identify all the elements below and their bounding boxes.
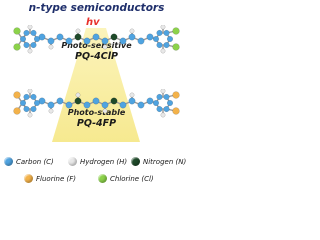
- atom: [163, 29, 170, 36]
- atom: [33, 99, 41, 107]
- atom: [160, 89, 166, 94]
- atom: [13, 91, 21, 99]
- atom: [75, 92, 81, 98]
- atom: [160, 48, 166, 54]
- atom: [23, 106, 30, 113]
- atom: [172, 91, 180, 99]
- atom: [152, 99, 160, 107]
- atom: [172, 43, 180, 51]
- atom: [30, 42, 37, 49]
- atom: [48, 44, 54, 50]
- atom: [74, 97, 82, 105]
- atom: [146, 97, 154, 105]
- atom: [19, 99, 27, 107]
- atom: [172, 27, 180, 35]
- atom: [166, 99, 174, 107]
- figure-title: n-type semiconductors: [28, 2, 165, 14]
- atom: [102, 44, 108, 50]
- atom: [27, 89, 33, 94]
- molecule-figure: n-type semiconductors hv Photo-sensitive…: [0, 0, 193, 189]
- atom: [27, 112, 33, 118]
- top-molecule-name: PQ-4ClP: [75, 51, 118, 62]
- atom: [101, 101, 109, 109]
- atom: [137, 101, 145, 109]
- atom: [13, 27, 21, 35]
- atom: [56, 97, 64, 105]
- bottom-molecule-model: [13, 89, 180, 118]
- atom: [30, 29, 37, 36]
- legend-item-carbon: Carbon (C): [4, 157, 54, 166]
- bottom-molecule-descriptor: Photo-stable: [67, 108, 126, 117]
- legend-item-nitrogen: Nitrogen (N): [131, 157, 186, 166]
- carbon-atom-icon: [4, 157, 13, 166]
- atom: [48, 108, 54, 114]
- atom: [92, 97, 100, 105]
- atom: [128, 97, 136, 105]
- atom: [110, 97, 118, 105]
- atom-legend: Carbon (C) Hydrogen (H) Nitrogen (N) Flu…: [0, 150, 193, 189]
- atom: [102, 108, 108, 114]
- atom: [83, 101, 91, 109]
- legend-item-chlorine: Chlorine (Cl): [98, 174, 154, 183]
- atom: [56, 33, 64, 41]
- atom: [30, 93, 37, 100]
- atom: [23, 93, 30, 100]
- bottom-molecule-name: PQ-4FP: [76, 118, 117, 129]
- legend-item-fluorine: Fluorine (F): [24, 174, 76, 183]
- atom: [163, 106, 170, 113]
- atom: [47, 37, 55, 45]
- atom: [23, 29, 30, 36]
- atom: [137, 37, 145, 45]
- atom: [27, 48, 33, 54]
- legend-label: Carbon (C): [16, 157, 54, 166]
- atom: [156, 29, 163, 36]
- atom: [166, 35, 174, 43]
- atom: [101, 37, 109, 45]
- atom: [83, 37, 91, 45]
- legend-label: Hydrogen (H): [80, 157, 128, 166]
- atom: [65, 101, 73, 109]
- atom: [13, 107, 21, 115]
- legend-item-hydrogen: Hydrogen (H): [68, 157, 127, 166]
- nitrogen-atom-icon: [131, 157, 140, 166]
- atom: [128, 33, 136, 41]
- atom: [23, 42, 30, 49]
- atom: [160, 112, 166, 118]
- atom: [19, 35, 27, 43]
- atom: [33, 35, 41, 43]
- top-molecule-descriptor: Photo-sensitive: [61, 41, 132, 50]
- atom: [156, 93, 163, 100]
- atom: [129, 28, 135, 34]
- atom: [30, 106, 37, 113]
- top-molecule-model: [13, 25, 180, 54]
- fluorine-atom-icon: [24, 174, 33, 183]
- atom: [65, 37, 73, 45]
- atom: [74, 33, 82, 41]
- atom: [119, 101, 127, 109]
- atom: [146, 33, 154, 41]
- atom: [163, 93, 170, 100]
- atom: [110, 33, 118, 41]
- atom: [160, 25, 166, 30]
- atom: [156, 106, 163, 113]
- atom: [172, 107, 180, 115]
- legend-label: Chlorine (Cl): [110, 174, 154, 183]
- atom: [75, 28, 81, 34]
- light-beam: [52, 28, 140, 142]
- atom: [47, 101, 55, 109]
- atom: [156, 42, 163, 49]
- chlorine-atom-icon: [98, 174, 107, 183]
- atom: [163, 42, 170, 49]
- atom: [152, 35, 160, 43]
- hydrogen-atom-icon: [68, 157, 77, 166]
- atom: [129, 92, 135, 98]
- legend-label: Nitrogen (N): [143, 157, 187, 166]
- legend-label: Fluorine (F): [36, 174, 76, 183]
- atom: [13, 43, 21, 51]
- atom: [119, 37, 127, 45]
- atom: [92, 33, 100, 41]
- atom: [27, 25, 33, 30]
- light-label: hv: [86, 17, 100, 28]
